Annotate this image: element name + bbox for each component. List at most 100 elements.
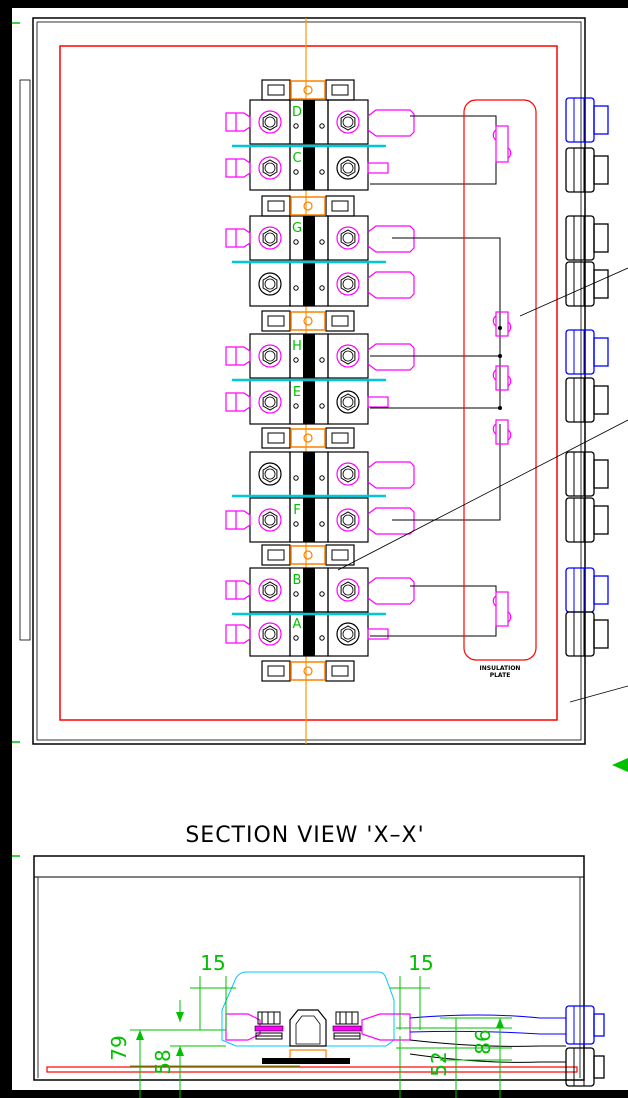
bus-link-body xyxy=(290,661,326,681)
terminal-screw xyxy=(293,635,299,641)
nut-washer xyxy=(336,226,360,250)
wire-junction xyxy=(498,406,502,410)
section-view: 15 15 79 58 52 86 xyxy=(33,855,605,1098)
bolt-head xyxy=(264,628,276,640)
nut-washer xyxy=(336,156,360,180)
insulation-plate xyxy=(463,99,537,661)
section-cable-lower xyxy=(409,1039,566,1063)
end-bracket-right xyxy=(325,544,355,566)
bolt-head xyxy=(342,232,354,244)
gland-body xyxy=(565,97,595,143)
hex-nut xyxy=(262,113,278,131)
hex-nut xyxy=(262,159,278,177)
terminal-bar xyxy=(303,612,315,656)
dim-left-width: 15 xyxy=(200,951,225,975)
bus-link xyxy=(261,79,355,101)
drawing-frame-top xyxy=(0,0,628,8)
insulation-label-line1: INSULATION xyxy=(480,665,521,672)
end-bracket-left-inner xyxy=(267,432,285,444)
gland-nut xyxy=(593,105,609,135)
cable-lug-left xyxy=(225,158,251,178)
hex-nut xyxy=(340,393,356,411)
terminal-body-right xyxy=(327,215,369,261)
bolt-head xyxy=(342,396,354,408)
gland-nut xyxy=(593,575,609,605)
cable-lug-left xyxy=(225,624,251,644)
cable-lug-left xyxy=(225,228,251,248)
end-bracket-right xyxy=(325,79,355,101)
bus-link-body xyxy=(290,311,326,331)
terminal-bar xyxy=(303,498,315,542)
terminal-body-right xyxy=(327,379,369,425)
gland-body xyxy=(565,215,595,261)
dim-height-right-inner: 52 xyxy=(427,1051,451,1076)
end-bracket-left-inner xyxy=(267,665,285,677)
end-bracket-left-inner xyxy=(267,84,285,96)
terminal-screw xyxy=(319,169,325,175)
terminal-bar xyxy=(303,100,315,144)
fuse-clip xyxy=(492,129,497,141)
nut-washer xyxy=(336,344,360,368)
bus-link-body xyxy=(290,80,326,100)
terminal-screw xyxy=(319,475,325,481)
terminal-body-right xyxy=(327,567,369,613)
terminal-body-left xyxy=(249,145,291,191)
gland-nut xyxy=(593,269,609,299)
cable-lug-left xyxy=(225,580,251,600)
insulation-label-line2: PLATE xyxy=(490,672,511,679)
terminal-screw xyxy=(293,239,299,245)
gland-nut xyxy=(593,619,609,649)
terminal-row xyxy=(225,567,415,613)
terminal-row xyxy=(225,215,415,261)
terminal-bar xyxy=(303,146,315,190)
cable-gland xyxy=(565,611,609,657)
end-bracket-left xyxy=(261,427,291,449)
bus-link-screw xyxy=(303,433,313,443)
bus-link-screw xyxy=(303,550,313,560)
section-cable-upper xyxy=(409,1014,566,1035)
nut-washer xyxy=(336,390,360,414)
fuse-body xyxy=(495,311,509,337)
terminal-bar xyxy=(303,262,315,306)
cable-lug-right xyxy=(367,225,415,253)
terminal-body-right xyxy=(327,333,369,379)
bus-link xyxy=(261,660,355,682)
end-bracket-right-inner xyxy=(331,549,349,561)
mounting-plate-border xyxy=(59,45,558,721)
bolt-head xyxy=(342,514,354,526)
end-bracket-right xyxy=(325,310,355,332)
terminal-row xyxy=(225,99,415,145)
cable-lug-left xyxy=(225,112,251,132)
phase-label: E xyxy=(293,385,301,400)
wire xyxy=(370,585,497,637)
section-bolt-left xyxy=(254,1011,284,1040)
section-mounting-plate xyxy=(46,1066,578,1073)
wire xyxy=(370,115,497,185)
fuse-body xyxy=(495,591,509,627)
cable-gland xyxy=(565,451,609,497)
dim-right-width: 15 xyxy=(408,951,433,975)
phase-label: A xyxy=(293,617,302,632)
nut-washer xyxy=(258,344,282,368)
bolt-head xyxy=(264,232,276,244)
cable-glands xyxy=(565,97,609,657)
nut-washer xyxy=(258,462,282,486)
section-insulator-inner xyxy=(295,1015,321,1045)
dim-height-left: 79 xyxy=(107,1035,131,1060)
terminal-screw xyxy=(319,357,325,363)
bolt-head xyxy=(264,162,276,174)
wire-junction xyxy=(498,354,502,358)
dim-height-inner: 58 xyxy=(151,1049,175,1074)
hex-nut xyxy=(262,393,278,411)
hex-nut xyxy=(340,625,356,643)
nut-washer xyxy=(258,226,282,250)
cable-gland xyxy=(565,215,609,261)
nut-washer xyxy=(258,390,282,414)
nut-washer xyxy=(336,622,360,646)
gland-body xyxy=(565,497,595,543)
terminal-screw xyxy=(293,357,299,363)
nut-washer xyxy=(258,156,282,180)
bolt-head xyxy=(342,468,354,480)
